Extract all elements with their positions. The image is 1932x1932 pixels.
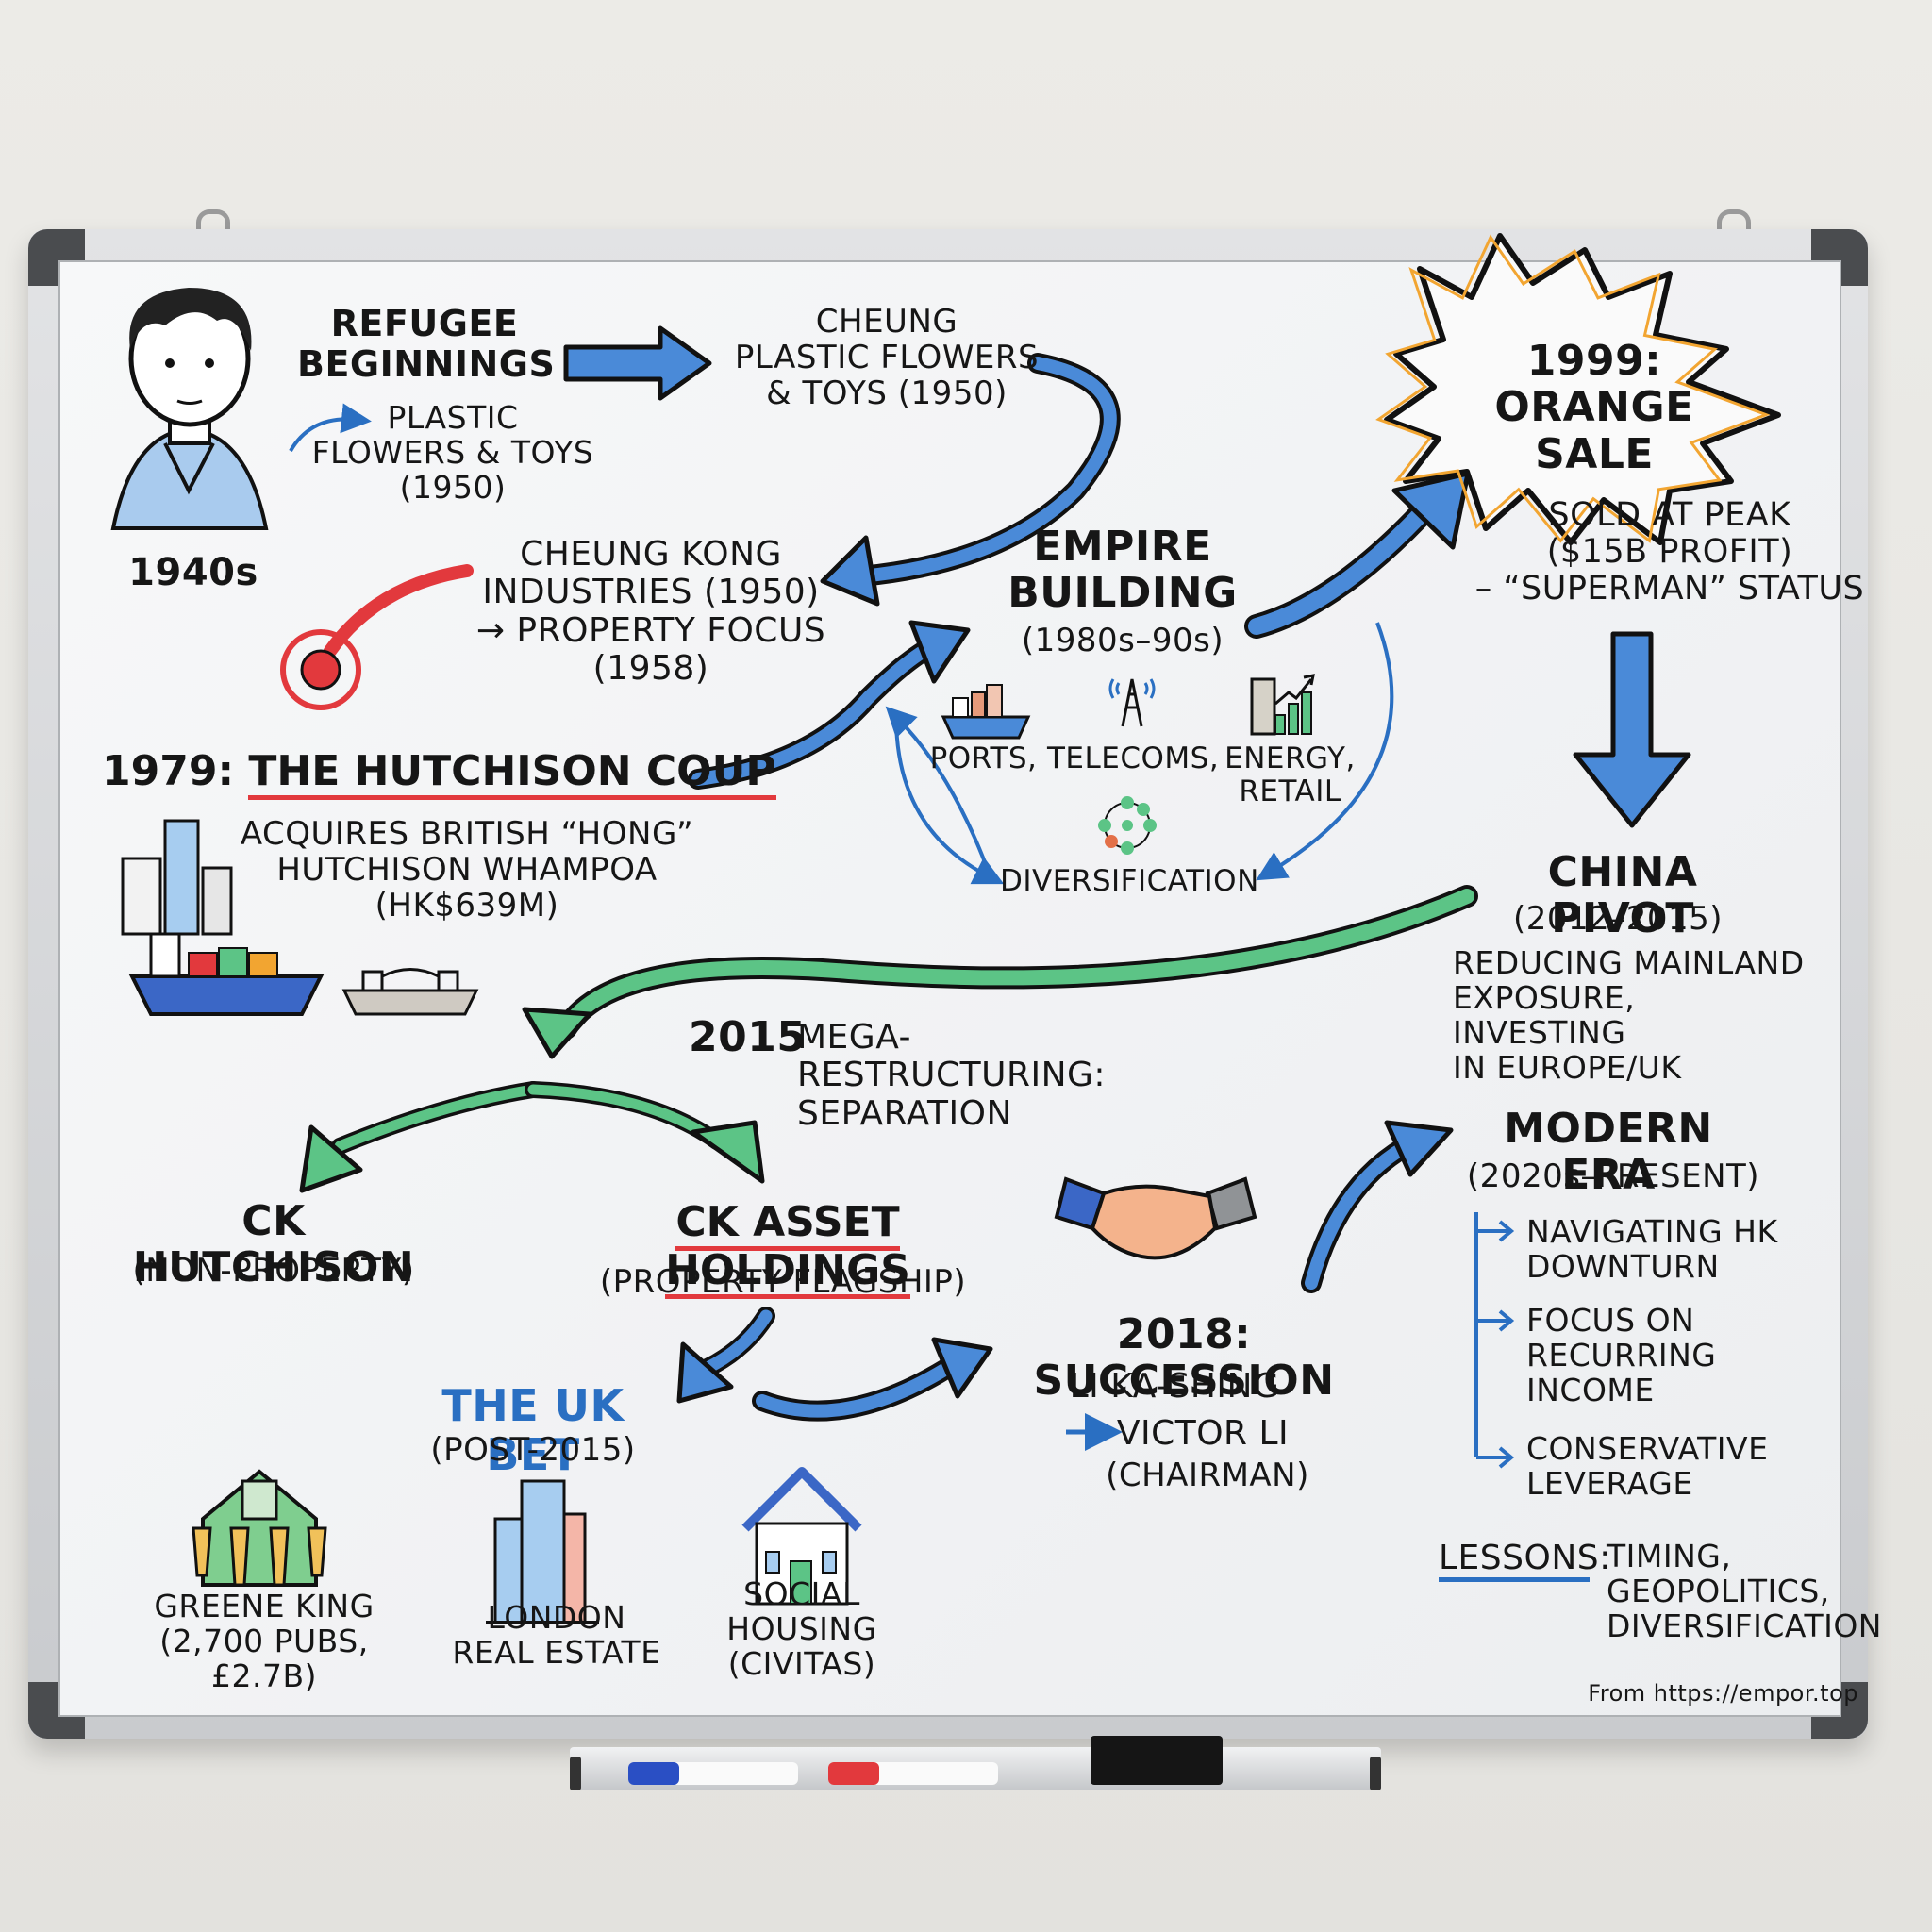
- succession-from: LI KA-SHING: [1069, 1367, 1280, 1406]
- starburst-icon: [1384, 233, 1781, 545]
- uk-bet-period: (POST-2015): [430, 1431, 636, 1469]
- marker-cap: [828, 1762, 879, 1785]
- board-eraser[interactable]: [1091, 1736, 1223, 1785]
- sector-energy-retail: ENERGY, RETAIL: [1224, 741, 1356, 808]
- tray-end-cap: [570, 1757, 581, 1790]
- wall-hook-right: [1717, 209, 1751, 242]
- ck-asset-title-wrap: CK ASSET HOLDINGS: [571, 1198, 1005, 1299]
- china-pivot-description: REDUCING MAINLAND EXPOSURE, INVESTING IN…: [1453, 944, 1805, 1086]
- tray-end-cap: [1370, 1757, 1381, 1790]
- modern-point-1: NAVIGATING HK DOWNTURN: [1526, 1213, 1778, 1285]
- container-ship-icon: [941, 684, 1031, 740]
- ck-asset-subtitle: (PROPERTY FLAGSHIP): [599, 1263, 967, 1301]
- uk-asset-social-housing: SOCIAL HOUSING (CIVITAS): [726, 1575, 877, 1682]
- succession-to: VICTOR LI: [1116, 1414, 1290, 1453]
- network-icon: [1098, 796, 1157, 855]
- city-skyline-icon: [121, 819, 233, 936]
- hutchison-coup-title: THE HUTCHISON COUP: [248, 747, 776, 800]
- refugee-title: REFUGEE BEGINNINGS: [297, 303, 556, 385]
- arrow-icon: [289, 403, 372, 453]
- red-marker[interactable]: [828, 1762, 998, 1785]
- hutchison-coup-year: 1979:: [102, 747, 235, 795]
- office-buildings-icon: [486, 1479, 599, 1624]
- modern-era-period: (2020s–PRESENT): [1466, 1158, 1760, 1195]
- ck-asset-title: CK ASSET HOLDINGS: [665, 1198, 910, 1299]
- restructuring-title: MEGA-RESTRUCTURING: SEPARATION: [797, 1018, 1107, 1133]
- cheung-kong-node: CHEUNG KONG INDUSTRIES (1950) → PROPERTY…: [475, 535, 826, 688]
- boy-portrait-icon: [110, 288, 269, 530]
- uk-bet-title: THE UK BET: [441, 1380, 625, 1480]
- hutchison-coup-description: ACQUIRES BRITISH “HONG” HUTCHISON WHAMPO…: [240, 815, 694, 925]
- sector-telecoms: TELECOMS,: [1047, 741, 1220, 775]
- cargo-ship-icon: [128, 932, 325, 1016]
- refugee-subtitle: PLASTIC FLOWERS & TOYS (1950): [311, 399, 594, 506]
- diversification-label: DIVERSIFICATION: [1000, 864, 1259, 898]
- uk-asset-london-real-estate: LONDON REAL ESTATE: [452, 1599, 661, 1671]
- hutchison-coup-heading: 1979: THE HUTCHISON COUP: [102, 747, 776, 800]
- orange-sale-title: 1999: ORANGE SALE: [1494, 337, 1694, 478]
- succession-role: (CHAIRMAN): [1106, 1457, 1309, 1494]
- lessons-text: TIMING, GEOPOLITICS, DIVERSIFICATION: [1607, 1538, 1882, 1644]
- wall-hook-left: [196, 209, 230, 242]
- modern-era-title: MODERN ERA: [1504, 1105, 1713, 1200]
- lessons-label: LESSONS:: [1439, 1539, 1610, 1583]
- source-caption: From https://empor.top: [1588, 1680, 1858, 1707]
- modern-point-3: CONSERVATIVE LEVERAGE: [1526, 1430, 1769, 1502]
- era-1940s-label: 1940s: [128, 551, 258, 594]
- growth-chart-icon: [1250, 674, 1315, 736]
- marker-cap: [628, 1762, 679, 1785]
- ferry-icon: [341, 968, 479, 1016]
- block-arrow-icon: [563, 325, 712, 401]
- orange-sale-description: SOLD AT PEAK ($15B PROFIT) – “SUPERMAN” …: [1474, 496, 1865, 608]
- empire-title: EMPIRE BUILDING: [1008, 523, 1238, 618]
- down-arrow-icon: [1573, 631, 1691, 828]
- house-icon: [741, 1467, 862, 1606]
- handshake-icon: [1054, 1176, 1257, 1260]
- empire-period: (1980s–90s): [1021, 622, 1224, 659]
- cheung-plastic-node: CHEUNG PLASTIC FLOWERS & TOYS (1950): [734, 303, 1040, 413]
- uk-asset-greene-king: GREENE KING (2,700 PUBS, £2.7B): [154, 1588, 375, 1694]
- blue-marker[interactable]: [628, 1762, 798, 1785]
- sector-ports: PORTS,: [929, 741, 1038, 775]
- china-pivot-period: (2012–2015): [1512, 900, 1724, 938]
- ck-hutchison-title: CK HUTCHISON: [132, 1197, 415, 1292]
- target-icon: [300, 649, 341, 691]
- radio-tower-icon: [1108, 678, 1156, 727]
- modern-point-2: FOCUS ON RECURRING INCOME: [1526, 1302, 1717, 1408]
- restructuring-year: 2015: [689, 1013, 807, 1061]
- pub-icon: [192, 1469, 327, 1587]
- succession-title: 2018: SUCCESSION: [1033, 1310, 1335, 1406]
- ck-hutchison-subtitle: (NON-PROPERTY): [132, 1252, 415, 1290]
- marker-tray: [570, 1736, 1381, 1790]
- china-pivot-title: CHINA PIVOT: [1547, 848, 1698, 943]
